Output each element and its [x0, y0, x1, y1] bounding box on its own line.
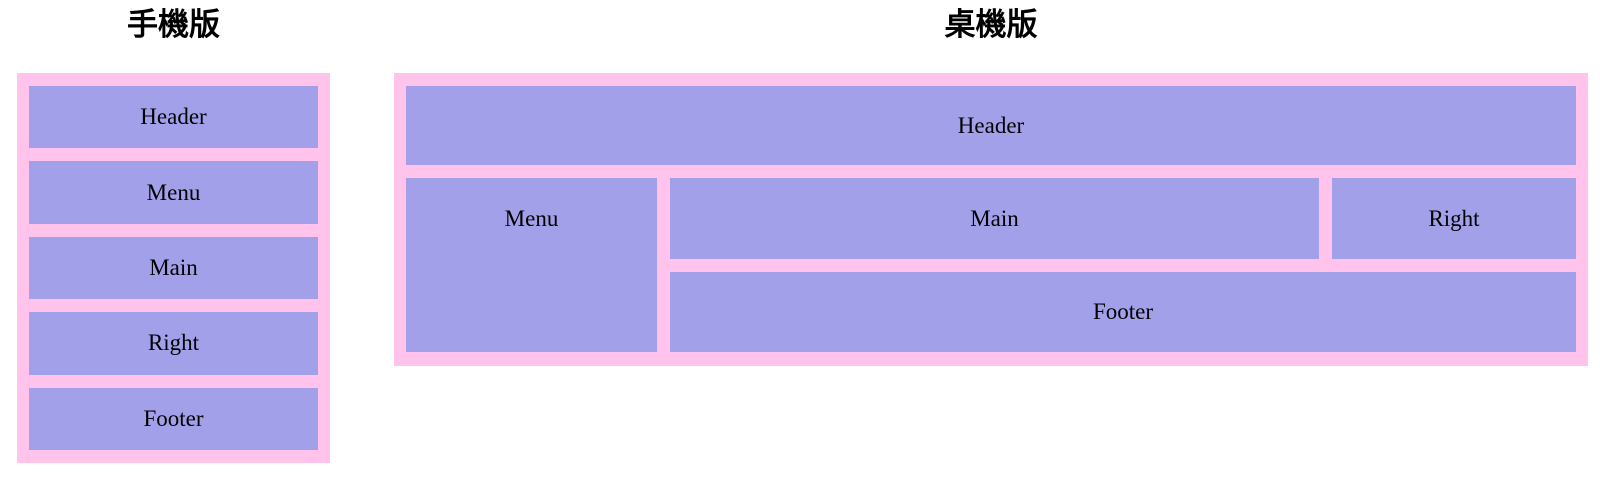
mobile-right-label: Right: [147, 330, 200, 356]
mobile-main-label: Main: [149, 255, 198, 281]
mobile-footer-box: Footer: [29, 387, 318, 451]
mobile-footer-label: Footer: [143, 405, 204, 431]
desktop-main-box: Main: [670, 178, 1319, 259]
mobile-section-title: 手機版: [127, 7, 220, 42]
mobile-layout-container: Header Menu Main Right Footer: [17, 73, 330, 463]
desktop-menu-label-wrap: Menu: [406, 178, 657, 259]
desktop-main-label: Main: [970, 205, 1019, 231]
desktop-menu-label: Menu: [504, 205, 559, 231]
mobile-menu-label: Menu: [146, 179, 201, 205]
mobile-header-box: Header: [29, 86, 318, 149]
desktop-right-label: Right: [1428, 205, 1480, 231]
mobile-header-label: Header: [140, 104, 207, 130]
desktop-footer-box: Footer: [670, 272, 1576, 352]
desktop-header-label: Header: [957, 112, 1025, 138]
desktop-section-title: 桌機版: [944, 7, 1038, 42]
desktop-menu-box: Menu: [406, 178, 657, 352]
mobile-main-box: Main: [29, 236, 318, 300]
mobile-right-box: Right: [29, 312, 318, 375]
desktop-header-box: Header: [406, 86, 1576, 165]
mobile-menu-box: Menu: [29, 161, 318, 224]
desktop-layout-container: Header Menu Main Right Footer: [394, 73, 1588, 366]
desktop-footer-label: Footer: [1092, 299, 1154, 324]
desktop-right-box: Right: [1332, 178, 1576, 259]
